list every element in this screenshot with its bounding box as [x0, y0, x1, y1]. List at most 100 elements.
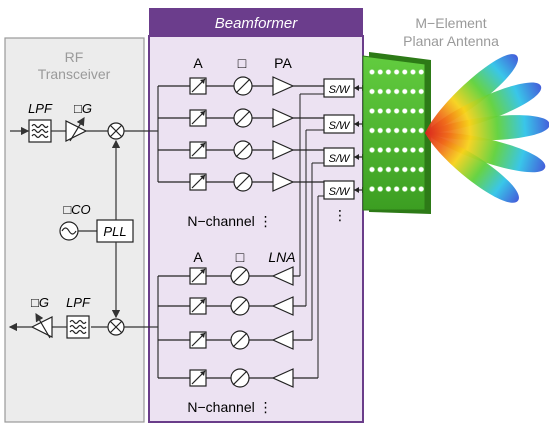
radiation-beam-lobes: [425, 54, 549, 203]
pll-label: PLL: [103, 224, 126, 239]
tx-phase-shifter-icon: [233, 108, 253, 128]
antenna-element: [410, 166, 416, 173]
antenna-element: [410, 186, 416, 192]
antenna-element: [369, 69, 375, 75]
antenna-element: [377, 186, 384, 192]
tx-power-amplifier-icon: [272, 108, 295, 128]
antenna-element: [418, 186, 425, 192]
switch-rx-routing: [299, 93, 324, 378]
tx-attenuator-icon: [189, 141, 207, 159]
switch-label: S/W: [329, 84, 351, 96]
tx-phase-column-label: □: [238, 55, 247, 71]
antenna-element: [385, 108, 392, 114]
antenna-element: [401, 88, 408, 95]
beamformer-panel: Beamformer: [148, 8, 364, 423]
rx-attenuator-icon: [189, 297, 207, 315]
planar-antenna-array: [362, 52, 431, 214]
switch-continuation-dots: ⋮: [333, 207, 347, 223]
tx-phase-shifter-icon: [233, 140, 253, 160]
antenna-element: [410, 147, 416, 153]
tx-attenuator-icon: [189, 109, 207, 127]
antenna-title: M−Element: [415, 15, 486, 31]
antenna-element: [385, 166, 392, 173]
antenna-element: [418, 69, 425, 75]
antenna-element: [393, 166, 400, 173]
rx-phase-column-label: □: [236, 249, 245, 265]
antenna-element: [393, 88, 400, 95]
rf-panel-title: RF: [65, 49, 84, 65]
antenna-element: [369, 127, 375, 134]
switch-label: S/W: [329, 153, 351, 165]
rx-attenuator-icon: [189, 369, 207, 387]
antenna-element: [369, 186, 375, 192]
rx-lna-column-label: LNA: [268, 249, 295, 265]
rx-lpf-label: LPF: [66, 295, 91, 310]
antenna-element: [393, 127, 400, 134]
beam-lobe: [425, 133, 519, 203]
antenna-element: [369, 108, 375, 114]
antenna-element: [410, 108, 416, 114]
antenna-element: [377, 147, 384, 153]
antenna-element: [377, 108, 384, 114]
antenna-element: [385, 127, 392, 134]
rx-nchannel-label: N−channel ⋮: [187, 399, 272, 415]
switch-label: S/W: [329, 120, 351, 132]
tx-vga-label: □G: [74, 101, 92, 116]
tx-beamformer: A □ PA N−channel ⋮: [150, 55, 324, 229]
antenna-element: [401, 108, 408, 114]
antenna-element: [393, 108, 400, 114]
antenna-element: [385, 88, 392, 95]
synthesizer: □CO PLL: [59, 139, 134, 319]
antenna-element: [369, 166, 375, 173]
tr-switch: S/W: [323, 180, 367, 200]
antenna-element: [385, 147, 392, 153]
antenna-element: [377, 88, 384, 95]
antenna-element: [377, 166, 384, 173]
pll-block: [96, 219, 134, 243]
antenna-element: [393, 147, 400, 153]
antenna-element: [418, 147, 425, 153]
antenna-element: [418, 127, 425, 134]
rx-attenuator-icon: [189, 331, 207, 349]
rx-attenuator-column-label: A: [193, 249, 203, 265]
rx-beamformer: A □ LNA N−channel ⋮: [150, 249, 318, 415]
antenna-element: [393, 69, 400, 75]
rx-phase-shifter-icon: [230, 266, 250, 286]
rx-vga-label: □G: [31, 295, 49, 310]
antenna-element: [377, 69, 384, 75]
beam-lobe: [425, 82, 541, 134]
antenna-element: [385, 186, 392, 192]
tx-nchannel-label: N−channel ⋮: [187, 213, 272, 229]
rx-attenuator-icon: [189, 267, 207, 285]
antenna-element: [418, 88, 425, 95]
tx-chain: LPF □G: [10, 101, 150, 143]
beam-lobe: [425, 132, 546, 173]
antenna-element: [418, 108, 425, 114]
antenna-element: [393, 186, 400, 192]
tr-switch: S/W: [323, 114, 367, 134]
antenna-element: [377, 127, 384, 134]
tx-power-amplifier-icon: [272, 140, 295, 160]
antenna-element: [401, 127, 408, 134]
rx-phase-shifter-icon: [230, 330, 250, 350]
tx-attenuator-icon: [189, 77, 207, 95]
antenna-element: [369, 88, 375, 95]
switch-label: S/W: [329, 186, 351, 198]
tr-switch: S/W: [323, 147, 367, 167]
rf-panel-subtitle: Transceiver: [38, 66, 111, 82]
antenna-subtitle: Planar Antenna: [403, 33, 499, 49]
antenna-element: [410, 127, 416, 134]
antenna-element: [401, 147, 408, 153]
tx-pa-column-label: PA: [274, 55, 292, 71]
rx-chain: □G LPF: [8, 295, 150, 339]
rx-phase-shifter-icon: [230, 296, 250, 316]
antenna-element: [369, 147, 375, 153]
tx-phase-shifter-icon: [233, 172, 253, 192]
tx-attenuator-icon: [189, 173, 207, 191]
vco-label: □CO: [63, 202, 90, 217]
rx-phase-shifter-icon: [230, 368, 250, 388]
antenna-element: [401, 69, 408, 75]
tx-phase-shifter-icon: [233, 76, 253, 96]
tx-power-amplifier-icon: [272, 172, 295, 192]
